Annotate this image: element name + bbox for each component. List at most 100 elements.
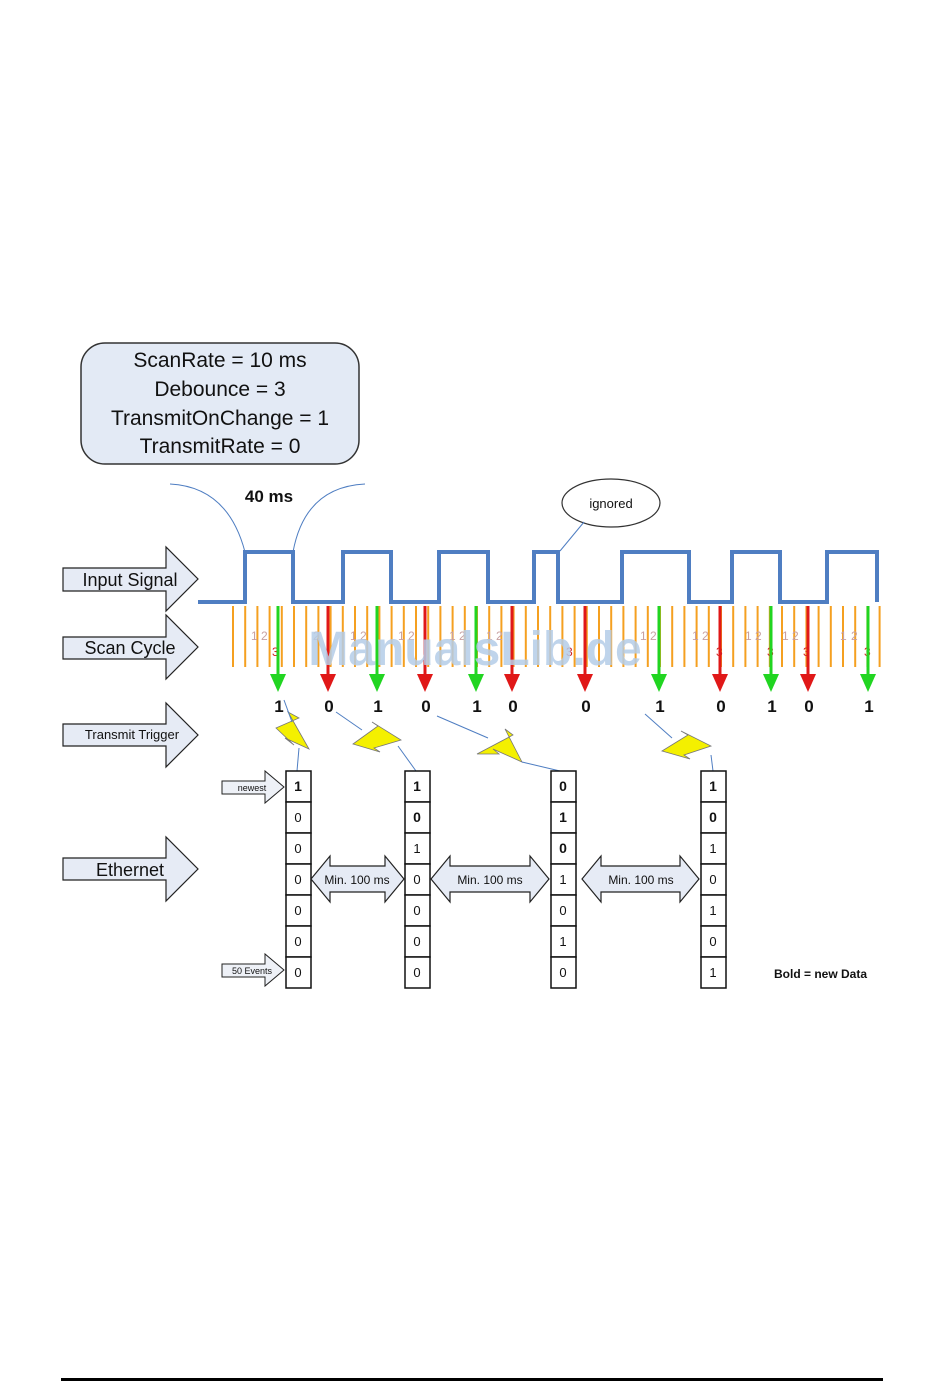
event-buffer: 1 0 1 0 0 0 0 — [404, 770, 431, 989]
buffer-cell-value: 1 — [559, 809, 567, 825]
buffer-cell-value: 0 — [559, 965, 566, 980]
ignored-label: ignored — [589, 496, 632, 511]
buffer-cell-value: 0 — [413, 809, 421, 825]
buffer-cell-value: 0 — [294, 810, 301, 825]
buffer-cell — [550, 925, 577, 958]
buffer-cell — [550, 894, 577, 927]
transition-value: 1 — [864, 697, 873, 716]
transition-value: 0 — [508, 697, 517, 716]
buffer-cell-value: 0 — [709, 934, 716, 949]
transition-value: 0 — [804, 697, 813, 716]
row-label-input-signal: Input Signal — [82, 570, 177, 590]
scan-count: 2 — [496, 629, 503, 643]
scan-count: 1 — [449, 629, 456, 643]
input-signal-waveform — [198, 550, 879, 604]
scan-count: 1 — [486, 629, 493, 643]
buffer-cell-value: 0 — [294, 872, 301, 887]
interval-arrow: Min. 100 ms — [430, 854, 550, 904]
transition-value: 1 — [472, 697, 481, 716]
buffer-cell — [285, 863, 312, 896]
scan-count: 1 — [398, 629, 405, 643]
buffer-cell-value: 0 — [413, 934, 420, 949]
scan-count: 1 — [840, 629, 847, 643]
scan-count: 1 — [692, 629, 699, 643]
arrow-down-green-icon — [270, 674, 286, 692]
buffer-cell — [404, 770, 431, 803]
buffer-cell-value: 1 — [413, 841, 420, 856]
scan-count: 2 — [313, 629, 320, 643]
scan-count: 1 — [640, 629, 647, 643]
buffer-cell-value: 1 — [294, 778, 302, 794]
buffer-cell — [700, 894, 727, 927]
buffer-cell-value: 0 — [709, 809, 717, 825]
scan-count: 3 — [272, 645, 279, 659]
config-line-transmit-rate: TransmitRate = 0 — [140, 435, 301, 458]
buffer-cell-value: 1 — [413, 778, 421, 794]
transition-value: 1 — [274, 697, 283, 716]
buffer-cell — [404, 925, 431, 958]
row-label-scan-cycle: Scan Cycle — [84, 638, 175, 658]
arrow-down-red-icon — [504, 674, 520, 692]
row-arrow-ethernet: Ethernet — [62, 835, 199, 903]
buffer-cell-value: 0 — [413, 903, 420, 918]
scan-count: 2 — [851, 629, 858, 643]
buffer-cell — [700, 956, 727, 989]
buffer-cell-value: 1 — [709, 903, 716, 918]
config-line-scanrate: ScanRate = 10 ms — [133, 349, 306, 372]
interval-label: Min. 100 ms — [457, 873, 522, 887]
buffer-cell-value: 1 — [709, 965, 716, 980]
buffer-cell-value: 0 — [559, 903, 566, 918]
row-arrow-scan-cycle: Scan Cycle — [62, 613, 199, 681]
scan-count: 2 — [360, 629, 367, 643]
buffer-cell-value: 0 — [294, 965, 301, 980]
buffer-cell-value: 1 — [709, 841, 716, 856]
lightning-bolt-icon — [661, 730, 713, 760]
buffer-cell — [700, 770, 727, 803]
watermark: ManualsLib.de — [308, 623, 641, 676]
events-label: 50 Events — [232, 966, 273, 976]
lightning-bolt-icon — [275, 710, 310, 750]
arrow-down-green-icon — [860, 674, 876, 692]
buffer-cell — [285, 894, 312, 927]
arrow-down-red-icon — [577, 674, 593, 692]
buffer-cell — [700, 832, 727, 865]
interval-label: Min. 100 ms — [324, 873, 389, 887]
scan-count: 2 — [261, 629, 268, 643]
period-marker: 40 ms — [169, 483, 366, 553]
transition-value: 0 — [421, 697, 430, 716]
buffer-cell-value: 0 — [559, 778, 567, 794]
scan-count: 1 — [782, 629, 789, 643]
scan-count: 2 — [755, 629, 762, 643]
buffer-cell-value: 0 — [294, 934, 301, 949]
arrow-down-green-icon — [468, 674, 484, 692]
transition-value: 1 — [373, 697, 382, 716]
newest-label: newest — [238, 783, 267, 793]
buffer-cell — [285, 925, 312, 958]
scan-count: 2 — [408, 629, 415, 643]
config-box: ScanRate = 10 ms Debounce = 3 TransmitOn… — [80, 342, 360, 465]
buffer-cell-value: 0 — [413, 965, 420, 980]
scan-count: 2 — [459, 629, 466, 643]
buffer-cell — [404, 894, 431, 927]
scan-count: 1 — [350, 629, 357, 643]
buffer-newest-pointer: newest — [221, 769, 285, 805]
row-label-transmit-trigger: Transmit Trigger — [85, 727, 180, 742]
legend-bold-new-data: Bold = new Data — [774, 967, 867, 981]
lightning-bolt-icon — [476, 728, 523, 763]
scan-count: 3 — [566, 645, 573, 659]
scan-count: 1 — [745, 629, 752, 643]
transition-value: 0 — [324, 697, 333, 716]
buffer-cell — [550, 956, 577, 989]
transition-value: 0 — [716, 697, 725, 716]
buffer-cell — [285, 801, 312, 834]
page-bottom-rule — [61, 1378, 883, 1381]
buffer-cell-value: 0 — [413, 872, 420, 887]
buffer-cell-value: 1 — [709, 778, 717, 794]
buffer-cell — [404, 956, 431, 989]
scan-count: 2 — [792, 629, 799, 643]
transmit-bolts — [275, 699, 714, 772]
transition-value: 0 — [581, 697, 590, 716]
lightning-bolt-icon — [352, 721, 402, 753]
